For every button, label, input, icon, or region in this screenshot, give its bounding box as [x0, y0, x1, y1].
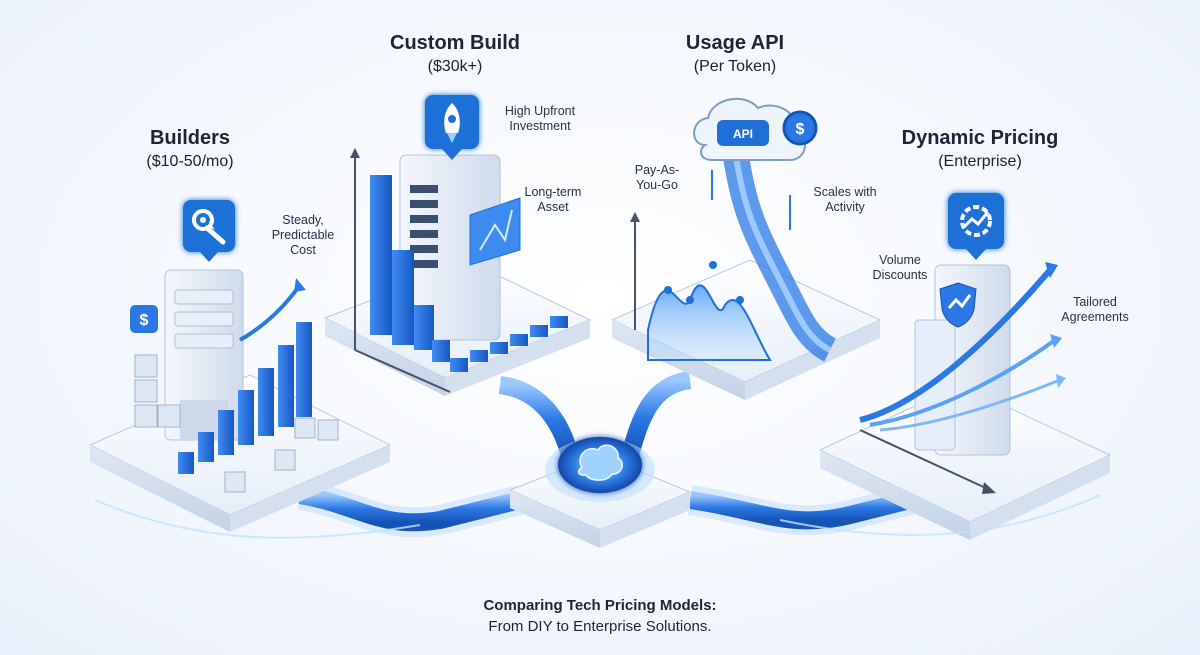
blueprint-flag — [469, 197, 521, 266]
brain-hub — [508, 437, 692, 548]
caption-line-2: From DIY to Enterprise Solutions. — [488, 618, 712, 635]
dynamic-title: Dynamic Pricing — [901, 127, 1059, 149]
custom-platform — [323, 95, 592, 396]
dynamic-price: (Enterprise) — [938, 153, 1022, 170]
dynamic-note-tailored: Tailored Agreements — [1061, 295, 1129, 324]
usage-area-chart — [647, 261, 772, 361]
custom-price: ($30k+) — [427, 58, 483, 75]
usage-platform: API $ — [610, 98, 882, 400]
shield-icon — [939, 282, 977, 328]
dynamic-trend-lines — [859, 262, 1066, 432]
builders-platform: $ — [88, 200, 392, 532]
custom-note-asset: Long-term Asset — [524, 185, 582, 214]
connector-pipes — [297, 371, 934, 538]
builders-title: Builders — [149, 127, 231, 149]
custom-title: Custom Build — [390, 32, 520, 54]
gear-trend-icon — [948, 193, 1004, 249]
dynamic-note-volume: Volume Discounts — [872, 253, 928, 282]
rocket-icon — [425, 95, 479, 149]
custom-bar-chart — [370, 175, 568, 372]
usage-note-scales: Scales with Activity — [813, 185, 877, 214]
builders-bar-chart — [178, 322, 312, 474]
usage-price: (Per Token) — [693, 58, 777, 75]
gear-wrench-icon — [183, 200, 235, 252]
usage-title: Usage API — [685, 32, 785, 54]
usage-note-payg: Pay-As- You-Go — [634, 163, 680, 192]
builders-note: Steady, Predictable Cost — [271, 213, 335, 257]
cloud-api-icon: API — [693, 98, 806, 161]
dynamic-platform — [818, 193, 1112, 540]
builders-price: ($10-50/mo) — [146, 153, 234, 170]
caption-line-1: Comparing Tech Pricing Models: — [483, 597, 717, 614]
custom-note-upfront: High Upfront Investment — [504, 104, 576, 133]
svg-text:$: $ — [140, 312, 149, 329]
svg-text:$: $ — [796, 121, 805, 138]
usage-coin-icon: $ — [782, 110, 818, 146]
api-label: API — [733, 127, 753, 141]
builders-cubes — [134, 354, 339, 493]
dollar-icon: $ — [130, 305, 158, 333]
